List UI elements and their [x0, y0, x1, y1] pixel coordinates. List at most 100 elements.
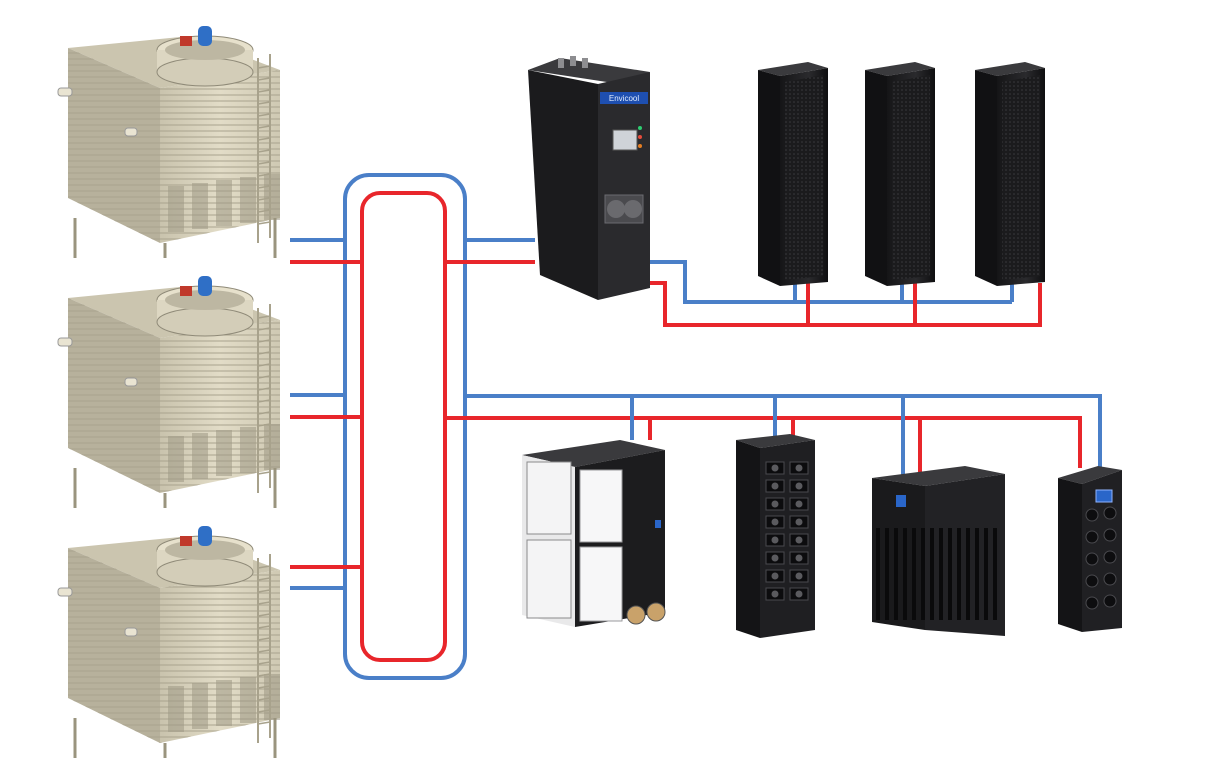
ladder-rung [257, 411, 271, 415]
mcu-modules [765, 461, 809, 601]
rack-top [758, 62, 828, 76]
module-fan-icon [795, 518, 803, 526]
ladder-rung [257, 113, 271, 117]
ladder-rung [257, 601, 271, 605]
ladder-rung [257, 89, 271, 93]
tower-nozzle [57, 87, 73, 97]
iru-fan-icon [1085, 574, 1099, 588]
ladder-rung [257, 185, 271, 189]
ladder-rung [257, 339, 271, 343]
precision-ac-unit [872, 466, 1005, 636]
ladder-rung [257, 613, 271, 617]
motor-icon [198, 526, 212, 546]
ahu-panel [579, 546, 623, 622]
cooling-towers [57, 26, 280, 758]
tower-nozzle [124, 627, 138, 637]
cooling-tower-1 [57, 26, 280, 258]
ladder-rung [257, 589, 271, 593]
pac-screen-icon [896, 495, 906, 507]
module-fan-icon [795, 464, 803, 472]
tower-intake-grille [240, 177, 256, 223]
cdu-fan-icon [624, 200, 642, 218]
ladder-rung [257, 315, 271, 319]
rack-side [975, 70, 997, 286]
cdu-status-led [638, 144, 642, 148]
server-rack-2 [865, 62, 935, 286]
units-supply-manifold [445, 416, 1082, 468]
ahu-pipe-port [646, 602, 666, 622]
motor-icon [180, 36, 192, 46]
iru-fan-icon [1103, 572, 1117, 586]
ladder-rung [257, 209, 271, 213]
ladder-rung [257, 101, 271, 105]
mcu-top [736, 434, 815, 448]
tower-intake-grille [216, 680, 232, 726]
module-fan-icon [795, 500, 803, 508]
mcu-side [736, 440, 760, 638]
tower-intake-grille [192, 183, 208, 229]
units-return-manifold [465, 394, 1102, 468]
module-fan-icon [771, 464, 779, 472]
rack-side [758, 70, 780, 286]
ahu-panel [526, 461, 572, 535]
server-rack-1 [758, 62, 828, 286]
ladder-rung [257, 447, 271, 451]
ladder-rung [257, 149, 271, 153]
cooling-tower-3 [57, 526, 280, 758]
rack-side [865, 70, 887, 286]
modular-cooling-unit [736, 434, 815, 638]
module-fan-icon [795, 482, 803, 490]
iru-fan-icon [1085, 508, 1099, 522]
cdu-port [558, 58, 564, 68]
iru-top [1058, 466, 1122, 484]
ahu-top [522, 440, 665, 467]
ladder-rung [257, 125, 271, 129]
iru-fan-icon [1085, 530, 1099, 544]
ladder-rung [257, 173, 271, 177]
ladder-rung [257, 697, 271, 701]
ladder-rung [257, 375, 271, 379]
ladder-rung [257, 577, 271, 581]
ahu-panel [526, 539, 572, 619]
cdu-logo-text: Envicool [609, 94, 639, 103]
cdu-status-led [638, 126, 642, 130]
iru-side [1058, 478, 1082, 632]
motor-icon [198, 26, 212, 46]
ladder-rung [257, 221, 271, 225]
fan-shroud-base [156, 57, 254, 87]
ladder-rung [257, 709, 271, 713]
cdu-display-icon [612, 129, 638, 151]
iru-fan-icon [1103, 528, 1117, 542]
ladder-rung [257, 649, 271, 653]
ladder-rung [257, 565, 271, 569]
cdu-logo-plate [600, 92, 648, 104]
pac-top [872, 466, 1005, 486]
module-fan-icon [771, 482, 779, 490]
cooling-units [522, 434, 1122, 638]
cdu-front [598, 72, 650, 300]
tower-intake-grille [240, 677, 256, 723]
cdu-unit: Envicool [528, 56, 650, 300]
ladder-rung [257, 197, 271, 201]
tower-intake-grille [264, 424, 280, 470]
tower-intake-grille [216, 430, 232, 476]
rack-top [865, 62, 935, 76]
ladder-rung [257, 459, 271, 463]
module-fan-icon [795, 590, 803, 598]
ladder-rung [257, 673, 271, 677]
tower-louvers [68, 548, 160, 743]
ladder-rung [257, 661, 271, 665]
iru-fan-icon [1103, 506, 1117, 520]
motor-icon [180, 536, 192, 546]
ladder-rung [257, 77, 271, 81]
motor-icon [198, 276, 212, 296]
ladder-rung [257, 351, 271, 355]
module-fan-icon [795, 572, 803, 580]
module-fan-icon [771, 554, 779, 562]
tower-intake-grille [168, 186, 184, 232]
tower-intake-grille [264, 174, 280, 220]
iru-fan-icon [1103, 550, 1117, 564]
ladder-rung [257, 685, 271, 689]
cdu-port [582, 58, 588, 68]
